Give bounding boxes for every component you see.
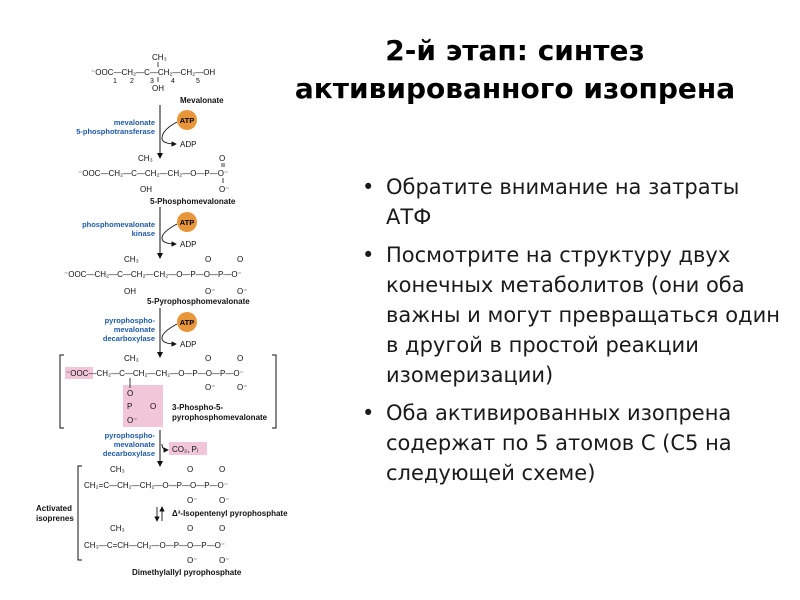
co2-highlight [169,442,207,455]
enzyme-label: kinase [132,229,155,238]
bullet-text: Посмотрите на структуру двух конечных ме… [386,243,780,387]
carbon-number-1: 1 [113,78,117,85]
reaction-step-4: pyrophospho- mevalonate decarboxylase CO… [103,430,207,467]
enzyme-label: pyrophospho- [105,431,156,440]
intermediate-label-line1: 3-Phospho-5- [172,403,223,412]
atp-icon [177,312,197,332]
oxygen-label: O [205,255,211,264]
carbon-number-2: 2 [130,78,134,85]
mevalonate-label: Mevalonate [180,96,224,105]
activated-bracket [77,465,82,561]
enzyme-label: mevalonate [114,325,155,334]
ppm-formula: ⁻OOC—CH₂—C—CH₂—CH₂—O—P—O—P—O⁻ [64,270,242,279]
activated-isoprenes-group: Activated isoprenes CH₃ O O CH₂=C—CH₂—CH… [36,465,288,577]
mev-formula: ⁻OOC—CH₂—C—CH₂—CH₂—OH [91,68,215,77]
oh-label: OH [124,287,136,296]
o-minus-label: O⁻ [219,185,229,194]
reaction-step-2: phosphomevalonate kinase ATP ADP [82,207,197,259]
dmapp-formula: CH₃—C=CH—CH₂—O—P—O—P—O⁻ [84,541,225,550]
atp-icon [177,110,197,130]
ipp-formula: CH₂=C—CH₂—CH₂—O—P—O—P—O⁻ [84,481,228,490]
title-line-2: активированного изопрена [294,72,736,105]
ch3-label: CH₃ [110,465,125,474]
oxygen-label: O [237,255,243,264]
oxygen-label: O [127,389,133,398]
atp-icon [177,212,197,232]
isoprene-synthesis-scheme: CH₃ ⁻OOC—CH₂—C—CH₂—CH₂—OH 1 2 3 4 5 OH M… [36,53,288,577]
pm-formula: ⁻OOC—CH₂—C—CH₂—CH₂—O—P—O⁻ [78,169,228,178]
o-minus-label: O⁻ [219,556,229,565]
reaction-step-1: mevalonate 5-phosphotransferase ATP ADP [76,105,197,159]
bullet-item: • Обратите внимание на затраты АТФ [362,172,782,232]
phosphomevalonate-structure: CH₃ O ⁻OOC—CH₂—C—CH₂—CH₂—O—P—O⁻ OH O⁻ 5-… [78,154,236,206]
mev-oh: OH [152,84,164,93]
activated-label-line1: Activated [36,504,72,513]
ch3-label: CH₃ [124,255,139,264]
oxygen-label: O [205,354,211,363]
oxygen-label: O [187,524,193,533]
mevalonate-structure: CH₃ ⁻OOC—CH₂—C—CH₂—CH₂—OH 1 2 3 4 5 OH M… [91,53,224,105]
intermediate-label-line2: pyrophosphomevalonate [172,413,268,422]
enzyme-label: decarboxylase [103,334,155,343]
bullet-text: Обратите внимание на затраты АТФ [386,175,740,229]
enzyme-label: decarboxylase [103,449,155,458]
ch3-label: CH₃ [110,524,125,533]
bullet-marker: • [362,175,375,199]
dimethylallyl-label: Dimethylallyl pyrophosphate [132,568,242,577]
phosphorus-label: P [127,402,132,411]
mev-ch3: CH₃ [152,53,167,62]
adp-label: ADP [180,140,196,149]
ch3-label: CH₃ [138,154,153,163]
pyrophosphomevalonate-structure: CH₃ O O ⁻OOC—CH₂—C—CH₂—CH₂—O—P—O—P—O⁻ OH… [64,255,250,306]
bullet-list: • Обратите внимание на затраты АТФ • Посмо… [362,172,782,496]
o-minus-label: O⁻ [205,287,215,296]
bullet-item: • Посмотрите на структуру двух конечных м… [362,240,782,390]
intermediate-structure: CH₃ O O ⁻OOC—CH₂—C—CH₂—CH₂—O—P—O—P—O⁻ O … [59,354,277,429]
oxygen-label: O [219,524,225,533]
title-line-1: 2-й этап: синтез [385,34,645,67]
enzyme-label: 5-phosphotransferase [76,127,155,136]
o-minus-label: O⁻ [237,383,247,392]
o-minus-label: O⁻ [187,496,197,505]
oxygen-label: O [219,465,225,474]
atp-label: ATP [180,218,194,227]
o-minus-label: O⁻ [219,496,229,505]
co2-pi-label: CO₂, Pᵢ [172,445,198,454]
enzyme-label: phosphomevalonate [82,220,155,229]
atp-label: ATP [180,116,194,125]
oxygen-label: O [237,354,243,363]
carbon-number-4: 4 [171,78,175,85]
bullet-item: • Оба активированных изопрена содержат по… [362,398,782,488]
enzyme-label: pyrophospho- [105,316,156,325]
pyrophosphomevalonate-label: 5-Pyrophosphomevalonate [147,297,250,306]
int-formula: ⁻OOC—CH₂—C—CH₂—CH₂—O—P—O—P—O⁻ [66,369,244,378]
carbon-number-3: 3 [150,78,154,85]
isopentenyl-label: Δ³-Isopentenyl pyrophosphate [172,509,288,518]
o-minus-label: O⁻ [187,556,197,565]
adp-label: ADP [180,340,196,349]
enzyme-label: mevalonate [114,118,155,127]
atp-label: ATP [180,318,194,327]
activated-label-line2: isoprenes [36,514,74,523]
oxygen-label: O [150,402,156,411]
o-minus-label: O⁻ [205,383,215,392]
oxygen-label: O [187,465,193,474]
bullet-marker: • [362,243,375,267]
slide-title: 2-й этап: синтез активированного изопрен… [255,32,775,108]
phosphate-highlight [123,385,163,427]
bullet-text: Оба активированных изопрена содержат по … [386,401,732,485]
o-minus-label: O⁻ [127,416,137,425]
carboxyl-highlight [65,367,93,379]
o-minus-label: O⁻ [237,287,247,296]
adp-label: ADP [180,240,196,249]
carbon-number-5: 5 [196,78,200,85]
oxygen-label: O [219,154,225,163]
bullet-marker: • [362,401,375,425]
phosphomevalonate-label: 5-Phosphomevalonate [150,197,236,206]
oh-label: OH [140,185,152,194]
reaction-step-3: pyrophospho- mevalonate decarboxylase AT… [103,308,197,358]
ch3-label: CH₃ [124,354,139,363]
enzyme-label: mevalonate [114,440,155,449]
